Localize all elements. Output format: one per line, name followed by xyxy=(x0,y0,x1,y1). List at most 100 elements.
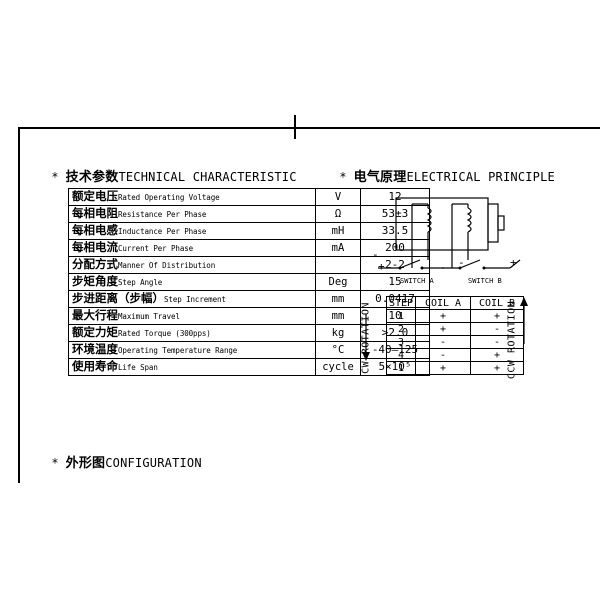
motor-body xyxy=(395,197,489,251)
spec-label-cn: 步进距离（步幅） xyxy=(72,291,164,305)
step-row: 4-+ xyxy=(386,348,524,362)
spec-label-cn: 每相电流 xyxy=(72,240,118,254)
config-title-en: CONFIGURATION xyxy=(105,456,202,470)
cw-arrow xyxy=(362,314,370,361)
step-row: 2+- xyxy=(386,322,524,336)
spec-label-en: Maximum Travel xyxy=(118,312,180,321)
motor-flange xyxy=(487,203,499,243)
coil-a-cell: + xyxy=(415,322,471,336)
spec-label-cn: 每相电阻 xyxy=(72,206,118,220)
spec-unit: Ω xyxy=(315,205,361,223)
step-cell: 2 xyxy=(386,322,416,336)
spec-unit: mm xyxy=(315,290,361,308)
spec-label-en: Current Per Phase xyxy=(118,244,194,253)
switch-a-plus: + xyxy=(378,260,385,273)
step-row: 1++ xyxy=(386,309,524,323)
spec-unit: mA xyxy=(315,239,361,257)
spec-unit: kg xyxy=(315,324,361,342)
spec-label-en: Resistance Per Phase xyxy=(118,210,207,219)
spec-label-en: Life Span xyxy=(118,363,158,372)
spec-label: 额定电压Rated Operating Voltage xyxy=(68,188,316,206)
spec-label-cn: 额定电压 xyxy=(72,189,118,203)
spec-label-cn: 分配方式 xyxy=(72,257,118,271)
electrical-heading: * 电气原理ELECTRICAL PRINCIPLE xyxy=(340,166,555,185)
switch-a-blade xyxy=(399,259,421,269)
spec-label: 每相电感Inductance Per Phase xyxy=(68,222,316,240)
motor-shaft xyxy=(497,215,505,231)
spec-label-cn: 额定力矩 xyxy=(72,325,118,339)
step-row: 1++ xyxy=(386,361,524,375)
spec-label-en: Step Angle xyxy=(118,278,163,287)
spec-label: 每相电阻Resistance Per Phase xyxy=(68,205,316,223)
spec-unit: °C xyxy=(315,341,361,359)
coil-b-cell: + xyxy=(470,309,524,323)
coil-b-cell: - xyxy=(470,322,524,336)
spec-label-cn: 使用寿命 xyxy=(72,359,118,373)
spec-label-cn: 每相电感 xyxy=(72,223,118,237)
coil-b-cell: - xyxy=(470,335,524,349)
step-cell: 4 xyxy=(386,348,416,362)
step-cell: 1 xyxy=(386,309,416,323)
bullet-star: * xyxy=(52,456,59,470)
spec-label: 每相电流Current Per Phase xyxy=(68,239,316,257)
spec-label: 步进距离（步幅）Step Increment xyxy=(68,290,316,308)
spec-unit: Deg xyxy=(315,273,361,291)
spec-label-en: Manner Of Distribution xyxy=(118,261,216,270)
switch-b-minus: - xyxy=(458,256,465,269)
spec-label-en: Rated Torque (300pps) xyxy=(118,329,211,338)
coil-b-cell: + xyxy=(470,361,524,375)
frame-left-border xyxy=(18,127,20,483)
step-table: STEP COIL A COIL B 1++2+-3--4-+1++ xyxy=(386,296,524,375)
spec-label: 环境温度Operating Temperature Range xyxy=(68,341,316,359)
frame-top-border xyxy=(18,127,600,129)
spec-unit xyxy=(315,256,361,274)
spec-label-en: Step Increment xyxy=(164,295,226,304)
bullet-star: * xyxy=(340,170,347,184)
spec-unit: mH xyxy=(315,222,361,240)
spec-label-cn: 步矩角度 xyxy=(72,274,118,288)
center-mark xyxy=(294,115,296,139)
switch-b-plus: + xyxy=(510,256,517,269)
step-cell: 3 xyxy=(386,335,416,349)
spec-label-cn: 最大行程 xyxy=(72,308,118,322)
coil-b-winding xyxy=(466,207,472,233)
config-heading: * 外形图CONFIGURATION xyxy=(52,452,202,471)
tech-title-en: TECHNICAL CHARACTERISTIC xyxy=(118,170,297,184)
coil-a-winding xyxy=(426,207,432,233)
spec-row: 额定力矩Rated Torque (300pps)kg>2.0 xyxy=(68,324,430,342)
step-row: 3-- xyxy=(386,335,524,349)
coil-a-cell: + xyxy=(415,309,471,323)
spec-unit: mm xyxy=(315,307,361,325)
spec-label: 额定力矩Rated Torque (300pps) xyxy=(68,324,316,342)
switch-b-label: SWITCH B xyxy=(468,277,502,285)
spec-row: 环境温度Operating Temperature Range°C-40—125 xyxy=(68,341,430,359)
tech-title-cn: 技术参数 xyxy=(65,170,119,185)
electrical-title-en: ELECTRICAL PRINCIPLE xyxy=(406,170,555,184)
spec-label: 步矩角度Step Angle xyxy=(68,273,316,291)
spec-label: 使用寿命Life Span xyxy=(68,358,316,376)
tech-heading: * 技术参数TECHNICAL CHARACTERISTIC xyxy=(52,166,297,185)
spec-unit: V xyxy=(315,188,361,206)
spec-label-en: Rated Operating Voltage xyxy=(118,193,220,202)
config-title-cn: 外形图 xyxy=(65,456,106,471)
coil-b-cell: + xyxy=(470,348,524,362)
coil-b-header: COIL B xyxy=(470,296,524,310)
bullet-star: * xyxy=(52,170,59,184)
spec-label: 最大行程Maximum Travel xyxy=(68,307,316,325)
coil-a-cell: - xyxy=(415,348,471,362)
spec-label-en: Inductance Per Phase xyxy=(118,227,207,236)
switch-b-blade xyxy=(459,259,481,269)
coil-a-cell: + xyxy=(415,361,471,375)
switch-a-label: SWITCH A xyxy=(400,277,434,285)
coil-a-header: COIL A xyxy=(415,296,471,310)
coil-a-cell: - xyxy=(415,335,471,349)
spec-unit: cycle xyxy=(315,358,361,376)
spec-label: 分配方式Manner Of Distribution xyxy=(68,256,316,274)
spec-label-cn: 环境温度 xyxy=(72,342,118,356)
spec-label-en: Operating Temperature Range xyxy=(118,346,238,355)
electrical-title-cn: 电气原理 xyxy=(353,170,407,185)
